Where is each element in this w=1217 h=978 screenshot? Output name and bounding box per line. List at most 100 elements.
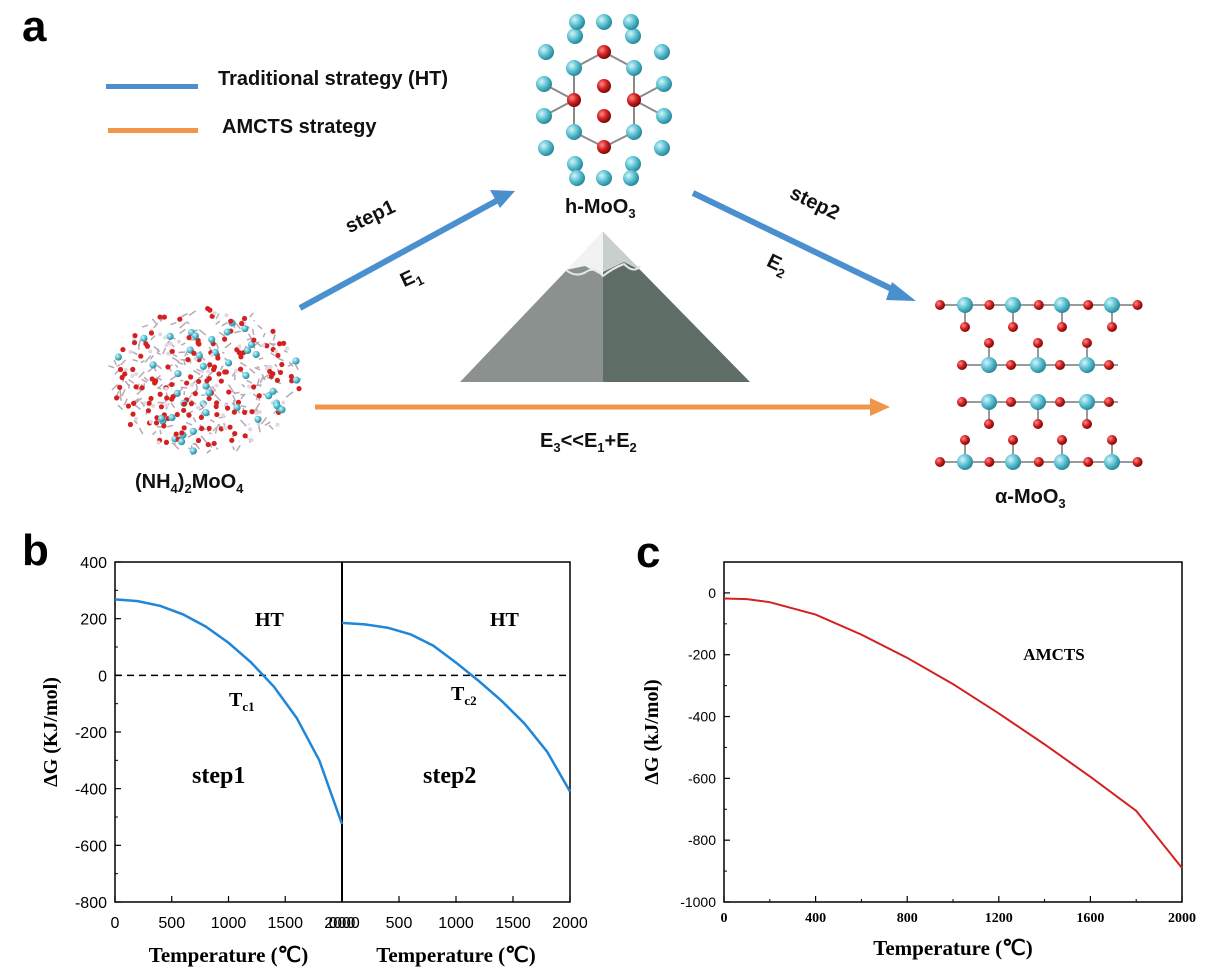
mo-atom xyxy=(265,392,273,400)
o-atom xyxy=(153,420,160,426)
h-atom xyxy=(164,403,169,408)
mo-atom xyxy=(202,382,210,390)
bond xyxy=(215,313,220,320)
o-atom xyxy=(238,354,244,360)
bond xyxy=(232,394,237,402)
e3-subscript-2: 2 xyxy=(629,440,637,455)
mo-atom xyxy=(1104,297,1120,313)
o-atom xyxy=(984,419,994,429)
mo-atom xyxy=(596,170,612,186)
mo-atom xyxy=(292,357,300,365)
o-atom xyxy=(148,395,154,402)
y-tick-label: -600 xyxy=(75,838,107,855)
bond xyxy=(121,389,126,397)
o-atom xyxy=(1132,300,1143,310)
o-atom xyxy=(149,376,155,382)
bond xyxy=(215,447,219,450)
mo-atom xyxy=(625,156,641,172)
o-atom xyxy=(1033,457,1044,467)
h-atom xyxy=(148,349,153,354)
mo-atom xyxy=(247,340,256,349)
mo-atom xyxy=(140,334,148,342)
x-tick-label: 0 xyxy=(721,911,728,926)
o-atom xyxy=(251,384,257,390)
bond xyxy=(221,321,228,327)
mo-atom xyxy=(654,140,670,156)
mo-atom xyxy=(205,389,213,397)
x-axis-label-right: Temperature (℃) xyxy=(376,943,535,967)
h-atom xyxy=(210,353,215,358)
h-atom xyxy=(156,440,161,445)
bond xyxy=(272,334,276,341)
o-atom xyxy=(214,400,220,406)
o-atom xyxy=(1104,360,1114,370)
o-atom xyxy=(117,366,124,373)
o-atom xyxy=(597,140,611,154)
o-atom xyxy=(204,378,210,384)
o-atom xyxy=(174,411,180,418)
bond xyxy=(206,449,212,454)
h-atom xyxy=(221,413,226,418)
bond xyxy=(192,417,197,423)
h-atom xyxy=(200,368,205,373)
o-atom xyxy=(169,381,175,388)
e3-subscript-1: 1 xyxy=(597,440,605,455)
bond xyxy=(138,371,145,378)
mo-atom xyxy=(254,415,262,423)
h-atom xyxy=(128,349,133,354)
mo-atom xyxy=(626,60,642,76)
bond xyxy=(285,391,294,398)
o-atom xyxy=(1033,300,1044,310)
bond xyxy=(179,322,187,329)
bond xyxy=(251,329,255,336)
bond xyxy=(294,363,299,371)
bond xyxy=(192,443,198,446)
bond xyxy=(157,401,165,404)
bond xyxy=(156,376,163,381)
o-atom xyxy=(1132,457,1143,467)
h-atom xyxy=(247,384,252,389)
mo-atom xyxy=(191,332,200,340)
bond xyxy=(261,373,266,381)
h-atom xyxy=(237,344,242,349)
h-atom xyxy=(151,403,156,408)
bond xyxy=(159,429,162,435)
o-atom xyxy=(138,353,144,359)
mo-atom xyxy=(538,44,554,60)
x-axis-label-left: Temperature (℃) xyxy=(149,943,308,967)
o-atom xyxy=(251,337,257,343)
o-atom xyxy=(224,405,231,411)
bond xyxy=(249,368,256,374)
o-atom xyxy=(184,380,190,386)
mo-atom xyxy=(654,44,670,60)
o-atom xyxy=(148,330,155,336)
x-tick-label: 1000 xyxy=(211,915,247,932)
bond xyxy=(234,321,242,330)
o-atom xyxy=(984,300,995,310)
x-tick-label: 500 xyxy=(386,915,413,932)
o-atom xyxy=(1057,435,1067,445)
bond xyxy=(138,339,141,346)
mo-atom xyxy=(538,140,554,156)
h-atom xyxy=(190,382,195,387)
bond xyxy=(262,332,266,338)
bond xyxy=(180,312,188,318)
mo-atom xyxy=(195,351,203,360)
o-atom xyxy=(229,437,235,443)
mo-atom xyxy=(981,357,997,373)
bond xyxy=(188,310,197,317)
h-moo3-label: h-MoO3 xyxy=(565,196,636,221)
o-atom xyxy=(1083,300,1094,310)
bond xyxy=(167,424,174,428)
bond xyxy=(156,364,162,370)
bond xyxy=(215,342,220,350)
h-atom xyxy=(163,335,168,340)
o-atom xyxy=(237,366,244,372)
mo-atom xyxy=(149,361,157,369)
o-atom xyxy=(1107,435,1117,445)
o-atom xyxy=(177,316,183,322)
alpha-moo3-text: α-MoO xyxy=(995,486,1059,508)
bond xyxy=(255,341,262,348)
mo-atom xyxy=(208,335,216,344)
h-atom xyxy=(134,372,139,377)
